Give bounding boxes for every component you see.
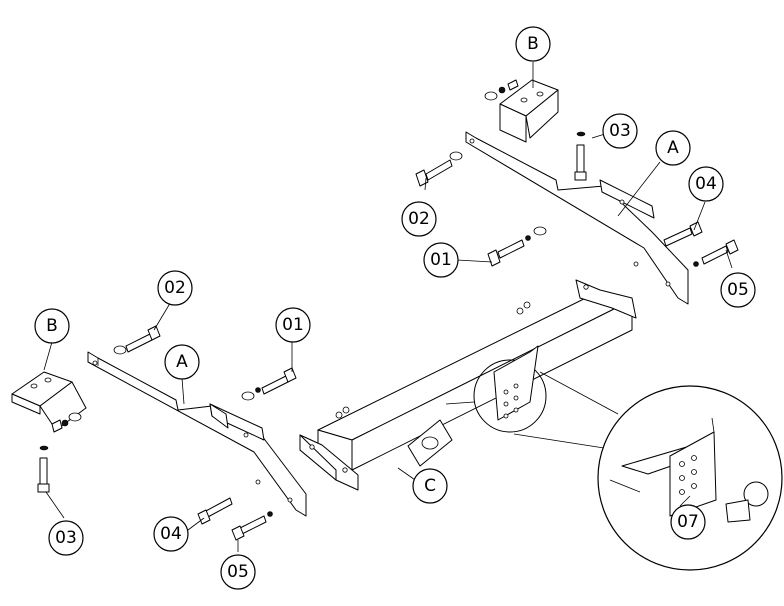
callout-label: 03 [55,528,77,548]
callout-label: 02 [408,209,430,229]
callout-label: 05 [727,280,749,300]
callout-07-detail: 07 [670,504,706,540]
callout-label: C [424,476,436,496]
callout-c-bar: C [412,468,448,504]
bracket-b-top [484,79,559,143]
callout-04-left: 04 [153,516,189,552]
detail-circle-small [445,345,547,433]
callout-02-top: 02 [401,201,437,237]
callout-05-top: 05 [720,272,756,308]
bracket-b-left [11,371,87,433]
callout-03-top: 03 [602,113,638,149]
fasteners [37,131,739,541]
callout-label: 02 [164,278,186,298]
callout-01-top: 01 [423,242,459,278]
callout-05-left: 05 [220,554,256,590]
detail-circle-large [597,385,783,571]
callout-01-left: 01 [275,307,311,343]
cross-bar-c [317,291,633,471]
side-arm-right [465,131,689,305]
callout-label: 01 [430,250,452,270]
callout-03-left: 03 [48,520,84,556]
callout-label: B [46,316,58,336]
callout-label: 07 [677,512,699,532]
callout-02-left: 02 [157,270,193,306]
callout-label: 04 [160,524,182,544]
callout-label: A [176,352,188,372]
callout-label: 04 [695,174,717,194]
callout-leaders [43,62,733,552]
callout-b-top: B [515,26,551,62]
callout-label: 05 [227,562,249,582]
callout-a-left: A [164,344,200,380]
callout-b-left: B [34,308,70,344]
callout-a-top: A [655,130,691,166]
callout-label: 03 [609,121,631,141]
end-plate-right [575,279,637,319]
callout-label: B [527,34,539,54]
callout-label: A [667,138,679,158]
end-plate-left [299,434,359,491]
side-arm-left [87,351,307,517]
callout-04-top: 04 [688,166,724,202]
callout-label: 01 [282,315,304,335]
